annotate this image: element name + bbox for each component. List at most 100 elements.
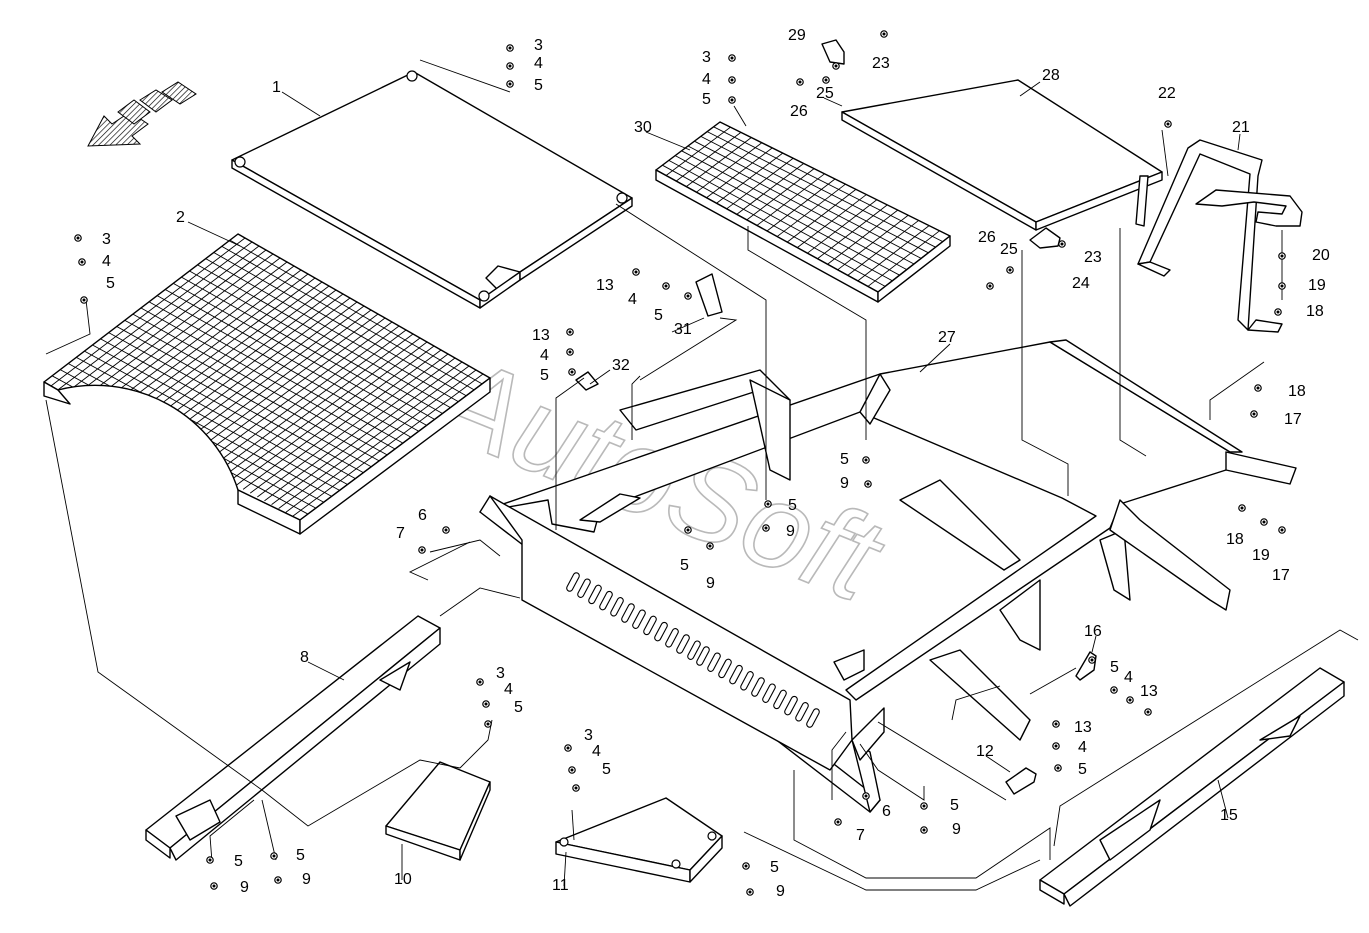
- callout-7: 7: [396, 525, 405, 542]
- callout-4: 4: [702, 71, 711, 88]
- fastener-center: [1256, 386, 1260, 390]
- vent-slot: [762, 683, 776, 703]
- callout-26: 26: [978, 229, 996, 246]
- callout-5: 5: [1078, 761, 1087, 778]
- callout-3: 3: [584, 727, 593, 744]
- fastener-center: [208, 858, 212, 862]
- callout-18: 18: [1288, 383, 1306, 400]
- fastener-center: [1090, 658, 1094, 662]
- part-31-bracket: [695, 273, 723, 317]
- part-12-bracket: [1005, 767, 1037, 795]
- vent-slot: [665, 628, 679, 648]
- part-28-top-panel: [841, 79, 1163, 231]
- callout-3: 3: [102, 231, 111, 248]
- fastener-center: [864, 794, 868, 798]
- fastener-center: [570, 768, 574, 772]
- fastener-center: [568, 330, 572, 334]
- fastener-center: [508, 46, 512, 50]
- fastener-center: [866, 482, 870, 486]
- callout-leader-lines: [187, 81, 1241, 887]
- callout-5: 5: [540, 367, 549, 384]
- vent-slot: [632, 609, 646, 629]
- callout-4: 4: [534, 55, 543, 72]
- vent-slot: [795, 702, 809, 722]
- fastener-center: [836, 820, 840, 824]
- vent-slot: [773, 689, 787, 710]
- callout-17: 17: [1272, 567, 1290, 584]
- fastener-center: [570, 370, 574, 374]
- hardware-fasteners: [74, 30, 1286, 896]
- fastener-center: [634, 270, 638, 274]
- fastener-center: [730, 56, 734, 60]
- callout-10: 10: [394, 871, 412, 888]
- callout-31: 31: [674, 321, 692, 338]
- callout-24: 24: [1072, 275, 1090, 292]
- fastener-center: [1280, 254, 1284, 258]
- fastener-center: [1054, 722, 1058, 726]
- fastener-center: [420, 548, 424, 552]
- fastener-center: [80, 260, 84, 264]
- fastener-center: [798, 80, 802, 84]
- callout-9: 9: [786, 523, 795, 540]
- callout-5: 5: [680, 557, 689, 574]
- fastener-center: [764, 526, 768, 530]
- callout-23: 23: [1084, 249, 1102, 266]
- fastener-center: [882, 32, 886, 36]
- callout-4: 4: [592, 743, 601, 760]
- callout-25: 25: [1000, 241, 1018, 258]
- vent-slot: [751, 677, 765, 697]
- fastener-center: [508, 82, 512, 86]
- callout-6: 6: [882, 803, 891, 820]
- fastener-center: [1054, 744, 1058, 748]
- vent-slot: [707, 652, 721, 672]
- callout-5: 5: [702, 91, 711, 108]
- callout-5: 5: [534, 77, 543, 94]
- part-29-bracket: [821, 39, 845, 65]
- part-2-floor-grating: [43, 233, 491, 535]
- fastener-center: [1276, 310, 1280, 314]
- vent-slot: [740, 671, 754, 691]
- callout-5: 5: [1110, 659, 1119, 676]
- fastener-center: [272, 854, 276, 858]
- fastener-center: [708, 544, 712, 548]
- callout-5: 5: [840, 451, 849, 468]
- callout-4: 4: [1078, 739, 1087, 756]
- vent-slot: [676, 634, 690, 654]
- callout-9: 9: [240, 879, 249, 896]
- fastener-center: [276, 878, 280, 882]
- callout-1: 1: [272, 79, 281, 96]
- fastener-center: [1056, 766, 1060, 770]
- vent-slot: [599, 590, 613, 611]
- vent-slot: [621, 603, 635, 623]
- callout-4: 4: [540, 347, 549, 364]
- callout-15: 15: [1220, 807, 1238, 824]
- vent-slot: [687, 640, 701, 660]
- fastener-center: [486, 722, 490, 726]
- part-15-side-rail-right: [1039, 667, 1345, 907]
- callout-13: 13: [1140, 683, 1158, 700]
- callout-4: 4: [1124, 669, 1133, 686]
- part-11-cover-plate: [555, 797, 723, 883]
- callout-12: 12: [976, 743, 994, 760]
- callout-9: 9: [302, 871, 311, 888]
- callout-9: 9: [952, 821, 961, 838]
- fastener-center: [478, 680, 482, 684]
- vent-slot: [784, 695, 798, 716]
- part-8-side-rail-left: [145, 615, 441, 861]
- callout-16: 16: [1084, 623, 1102, 640]
- fastener-center: [864, 458, 868, 462]
- fastener-center: [988, 284, 992, 288]
- fastener-center: [1280, 528, 1284, 532]
- fastener-center: [1166, 122, 1170, 126]
- fastener-center: [664, 284, 668, 288]
- fastener-center: [1262, 520, 1266, 524]
- part-27-main-frame: [479, 339, 1297, 813]
- callout-17: 17: [1284, 411, 1302, 428]
- callout-29: 29: [788, 27, 806, 44]
- part-30-step-grating: [655, 121, 951, 303]
- callout-5: 5: [788, 497, 797, 514]
- fastener-center: [1146, 710, 1150, 714]
- vent-slot: [654, 621, 668, 642]
